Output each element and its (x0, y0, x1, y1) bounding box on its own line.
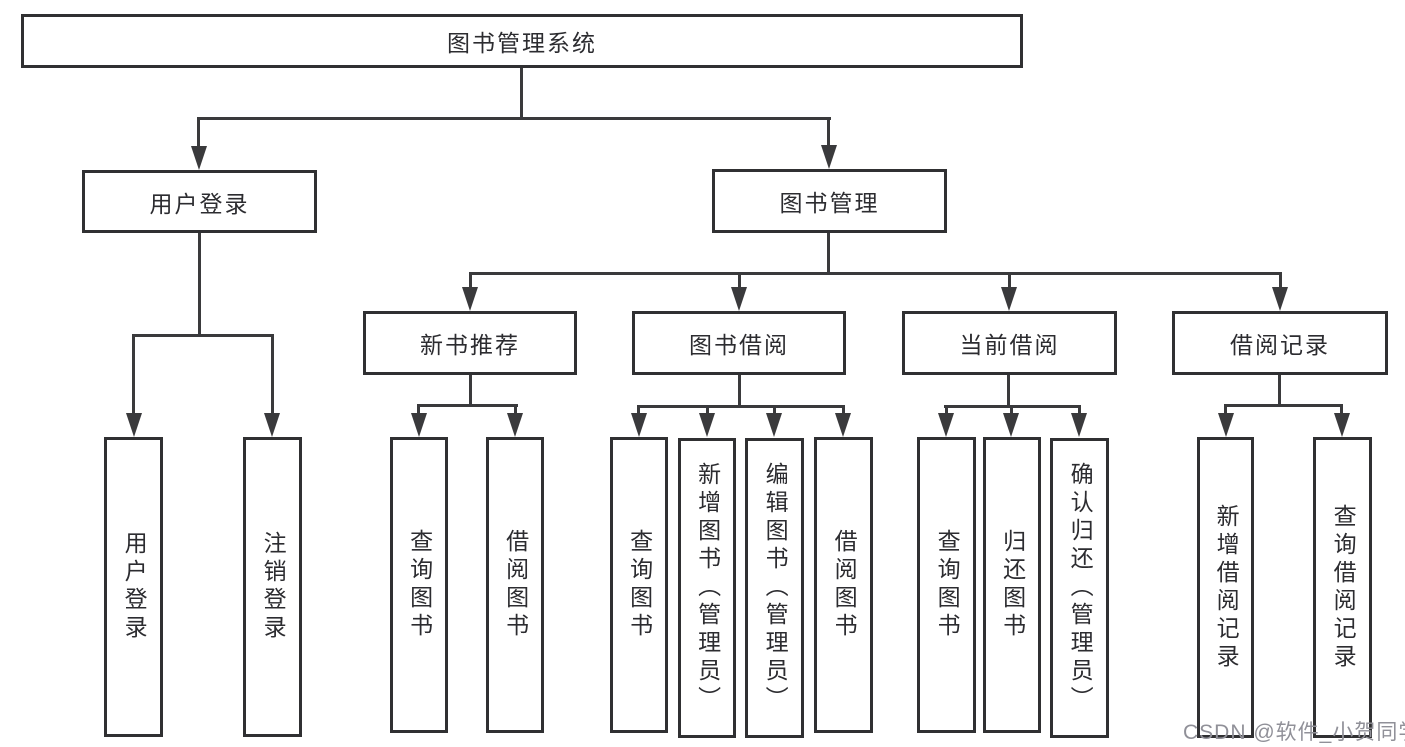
leaf-label: 查询图书 (934, 529, 961, 641)
edge-recommend-rail (417, 404, 518, 407)
edge-to-leaf-return-books (1010, 405, 1013, 415)
arrowhead-current-borrow (1001, 287, 1017, 311)
edge-user-login-stem (198, 233, 201, 336)
leaf-label: 归还图书 (999, 529, 1026, 641)
leaf-label: 查询借阅记录 (1330, 503, 1357, 672)
arrowhead-confirm-return (1071, 413, 1087, 437)
leaf-label: 用户登录 (121, 531, 148, 643)
arrowhead-book-management (821, 145, 837, 169)
edge-book-management-stem (827, 233, 830, 274)
edge-book-management-rail (469, 272, 1281, 275)
edge-to-leaf-borrow-query (637, 405, 640, 415)
node-new-book-recommend: 新书推荐 (363, 311, 577, 375)
arrowhead-query-record (1334, 413, 1350, 437)
edge-current-borrow-stem (1007, 375, 1010, 407)
edge-root-to-user-login (197, 117, 200, 149)
edge-book-borrow-rail (637, 405, 845, 408)
arrowhead-leaf-user-login (126, 413, 142, 437)
leaf-label: 新增借阅记录 (1213, 503, 1240, 672)
leaf-label: 查询图书 (626, 529, 653, 641)
arrowhead-book-borrow (731, 287, 747, 311)
csdn-watermark: CSDN @软件_小贺同学 (1183, 721, 1405, 744)
edge-recommend-stem (469, 375, 472, 406)
leaf-label: 借阅图书 (831, 529, 858, 641)
edge-to-leaf-query-record (1340, 404, 1343, 416)
leaf-current-query-books: 查询图书 (917, 437, 976, 733)
leaf-query-borrow-record: 查询借阅记录 (1313, 437, 1372, 738)
node-book-management: 图书管理 (712, 169, 947, 233)
node-book-borrow: 图书借阅 (632, 311, 846, 375)
leaf-return-books: 归还图书 (983, 437, 1041, 733)
arrowhead-user-login (191, 146, 207, 170)
edge-to-leaf-edit-books (773, 405, 776, 415)
leaf-recommend-borrow-books: 借阅图书 (486, 437, 544, 733)
edge-to-current-borrow (1008, 272, 1011, 290)
leaf-confirm-return-admin: 确认归还（管理员） (1050, 438, 1109, 738)
leaf-borrow-query-books: 查询图书 (610, 437, 668, 733)
node-root: 图书管理系统 (21, 14, 1023, 68)
edge-to-book-borrow (738, 272, 741, 290)
edge-to-leaf-logout (271, 334, 274, 416)
arrowhead-add-books (699, 413, 715, 437)
arrowhead-borrow-records (1272, 287, 1288, 311)
leaf-recommend-query-books: 查询图书 (390, 437, 448, 733)
leaf-logout: 注销登录 (243, 437, 302, 737)
arrowhead-return-books (1003, 413, 1019, 437)
edge-to-leaf-recommend-borrow (514, 404, 517, 416)
leaf-label: 查询图书 (406, 529, 433, 641)
arrowhead-add-record (1218, 413, 1234, 437)
arrowhead-edit-books (766, 413, 782, 437)
edge-to-leaf-recommend-query (417, 404, 420, 416)
edge-to-leaf-confirm-return (1078, 405, 1081, 415)
edge-to-leaf-user-login (132, 334, 135, 416)
node-current-borrow: 当前借阅 (902, 311, 1117, 375)
node-user-login: 用户登录 (82, 170, 317, 233)
arrowhead-recommend-query (411, 413, 427, 437)
edge-to-new-book-recommend (469, 272, 472, 290)
arrowhead-current-query (938, 413, 954, 437)
leaf-label: 编辑图书（管理员） (762, 462, 789, 714)
edge-root-to-book-management (827, 117, 830, 148)
leaf-label: 新增图书（管理员） (694, 462, 721, 714)
edge-records-stem (1278, 375, 1281, 406)
leaf-user-login: 用户登录 (104, 437, 163, 737)
edge-to-leaf-add-record (1224, 404, 1227, 416)
arrowhead-recommend-borrow (507, 413, 523, 437)
arrowhead-leaf-logout (264, 413, 280, 437)
leaf-label: 注销登录 (260, 531, 287, 643)
edge-to-leaf-current-query (945, 405, 948, 415)
edge-user-login-rail (132, 334, 274, 337)
arrowhead-borrow-query (631, 413, 647, 437)
leaf-edit-books-admin: 编辑图书（管理员） (745, 438, 804, 738)
edge-records-rail (1224, 404, 1343, 407)
edge-root-stem (520, 68, 523, 118)
edge-to-leaf-add-books (706, 405, 709, 415)
edge-root-rail (197, 117, 831, 120)
node-borrow-records: 借阅记录 (1172, 311, 1388, 375)
arrowhead-borrow-books (835, 413, 851, 437)
leaf-add-books-admin: 新增图书（管理员） (678, 438, 736, 738)
leaf-add-borrow-record: 新增借阅记录 (1197, 437, 1254, 738)
leaf-borrow-books: 借阅图书 (814, 437, 873, 733)
leaf-label: 确认归还（管理员） (1067, 462, 1094, 714)
leaf-label: 借阅图书 (502, 529, 529, 641)
edge-to-borrow-records (1279, 272, 1282, 290)
arrowhead-new-book-recommend (462, 287, 478, 311)
edge-to-leaf-borrow-books (842, 405, 845, 415)
edge-book-borrow-stem (738, 375, 741, 407)
